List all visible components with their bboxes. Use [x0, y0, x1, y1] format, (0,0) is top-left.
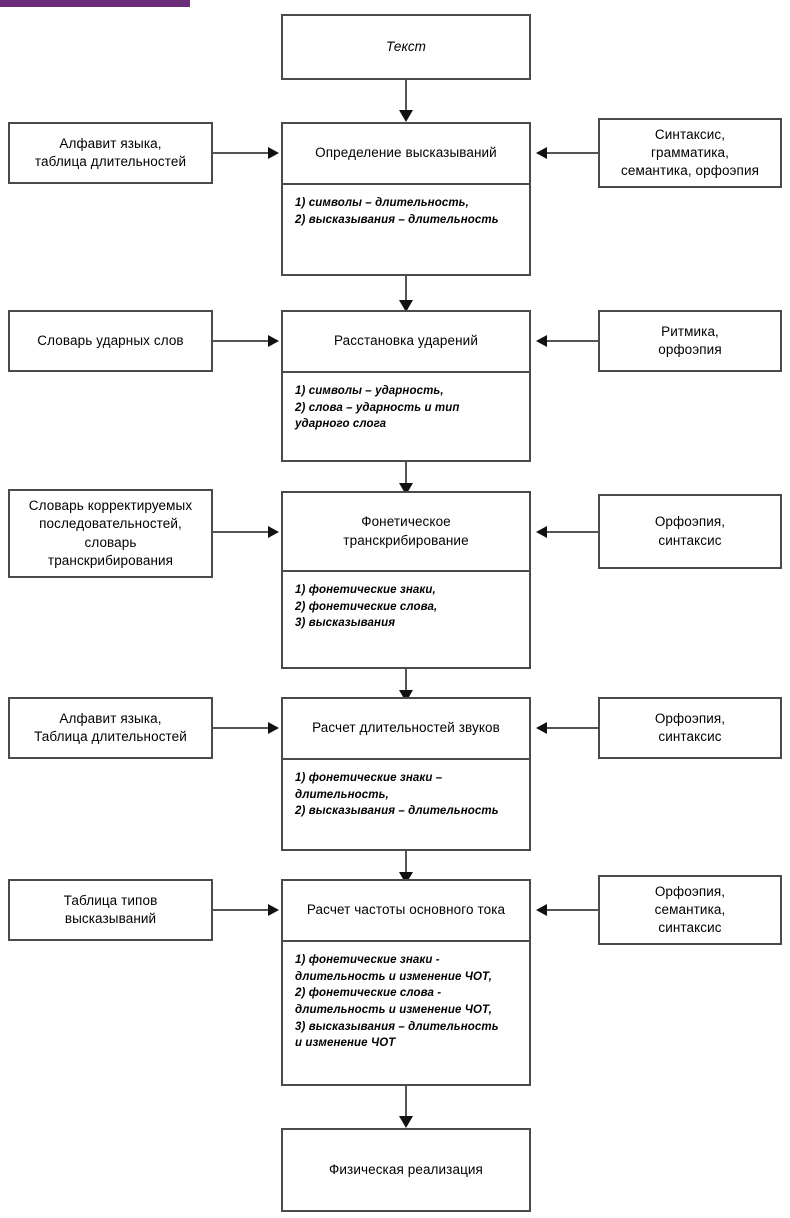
arrow-right-4 — [268, 722, 279, 734]
arrow-left-4 — [536, 722, 547, 734]
arrow-down-top — [399, 110, 413, 122]
node-center-detail-3: 1) фонетические знаки, 2) фонетические с… — [281, 571, 531, 669]
node-right-2-label: Ритмика, орфоэпия — [658, 323, 722, 357]
node-left-2-label: Словарь ударных слов — [37, 332, 184, 348]
node-center-title-2: Расстановка ударений — [281, 310, 531, 372]
arrow-down-1 — [399, 300, 413, 312]
node-center-detail-3-label: 1) фонетические знаки, 2) фонетические с… — [295, 584, 438, 630]
node-center-detail-1: 1) символы – длительность, 2) высказыван… — [281, 184, 531, 276]
node-right-2: Ритмика, орфоэпия — [598, 310, 782, 372]
node-left-1-label: Алфавит языка, таблица длительностей — [34, 135, 187, 169]
node-left-3: Словарь корректируемых последовательност… — [8, 489, 213, 578]
node-left-5-label: Таблица типов высказываний — [63, 892, 158, 926]
node-center-title-5-label: Расчет частоты основного тока — [306, 902, 506, 918]
node-center-title-4: Расчет длительностей звуков — [281, 697, 531, 759]
node-center-detail-5-label: 1) фонетические знаки - длительность и и… — [295, 954, 499, 1050]
arrow-down-bottom — [399, 1116, 413, 1128]
arrow-right-5 — [268, 904, 279, 916]
node-center-detail-2: 1) символы – ударность, 2) слова – ударн… — [281, 372, 531, 462]
node-physical-realization-label: Физическая реализация — [329, 1161, 483, 1177]
node-center-detail-2-label: 1) символы – ударность, 2) слова – ударн… — [295, 385, 460, 431]
arrow-right-3 — [268, 526, 279, 538]
connector-right-1 — [541, 152, 598, 154]
node-center-title-4-label: Расчет длительностей звуков — [312, 720, 500, 736]
node-center-title-3-label: Фонетическое транскрибирование — [343, 514, 469, 548]
node-center-title-1-label: Определение высказываний — [315, 145, 497, 161]
connector-stage-3-4 — [405, 669, 407, 699]
node-right-1-label: Синтаксис, грамматика, семантика, орфоэп… — [620, 126, 760, 179]
node-right-3: Орфоэпия, синтаксис — [598, 494, 782, 569]
arrow-left-2 — [536, 335, 547, 347]
node-center-detail-1-label: 1) символы – длительность, 2) высказыван… — [295, 197, 499, 226]
node-right-4-label: Орфоэпия, синтаксис — [654, 710, 726, 744]
connector-right-4 — [541, 727, 598, 729]
connector-bottom — [405, 1086, 407, 1124]
node-center-detail-4: 1) фонетические знаки – длительность, 2)… — [281, 759, 531, 851]
connector-right-2 — [541, 340, 598, 342]
node-center-title-3: Фонетическое транскрибирование — [281, 491, 531, 571]
node-right-5: Орфоэпия, семантика, синтаксис — [598, 875, 782, 945]
connector-left-3 — [213, 531, 271, 533]
node-left-4: Алфавит языка, Таблица длительностей — [8, 697, 213, 759]
node-center-title-5: Расчет частоты основного тока — [281, 879, 531, 941]
node-left-1: Алфавит языка, таблица длительностей — [8, 122, 213, 184]
node-center-title-2-label: Расстановка ударений — [334, 333, 478, 349]
node-left-5: Таблица типов высказываний — [8, 879, 213, 941]
node-physical-realization: Физическая реализация — [281, 1128, 531, 1212]
node-left-3-label: Словарь корректируемых последовательност… — [28, 498, 193, 568]
node-center-detail-5: 1) фонетические знаки - длительность и и… — [281, 941, 531, 1086]
node-left-2: Словарь ударных слов — [8, 310, 213, 372]
arrow-right-1 — [268, 147, 279, 159]
connector-left-5 — [213, 909, 271, 911]
connector-stage-1-2 — [405, 276, 407, 310]
connector-stage-4-5 — [405, 851, 407, 881]
arrow-right-2 — [268, 335, 279, 347]
node-right-5-label: Орфоэпия, семантика, синтаксис — [654, 883, 726, 936]
arrow-left-3 — [536, 526, 547, 538]
connector-left-2 — [213, 340, 271, 342]
connector-top — [405, 80, 407, 118]
node-right-3-label: Орфоэпия, синтаксис — [654, 514, 726, 548]
connector-left-1 — [213, 152, 271, 154]
connector-right-5 — [541, 909, 598, 911]
node-center-title-1: Определение высказываний — [281, 122, 531, 184]
connector-stage-2-3 — [405, 462, 407, 492]
connector-left-4 — [213, 727, 271, 729]
node-text-input-label: Текст — [385, 38, 427, 54]
node-left-4-label: Алфавит языка, Таблица длительностей — [34, 710, 187, 744]
arrow-left-1 — [536, 147, 547, 159]
arrow-left-5 — [536, 904, 547, 916]
node-text-input: Текст — [281, 14, 531, 80]
connector-right-3 — [541, 531, 598, 533]
accent-bar — [0, 0, 190, 7]
node-center-detail-4-label: 1) фонетические знаки – длительность, 2)… — [295, 772, 499, 818]
node-right-1: Синтаксис, грамматика, семантика, орфоэп… — [598, 118, 782, 188]
node-right-4: Орфоэпия, синтаксис — [598, 697, 782, 759]
